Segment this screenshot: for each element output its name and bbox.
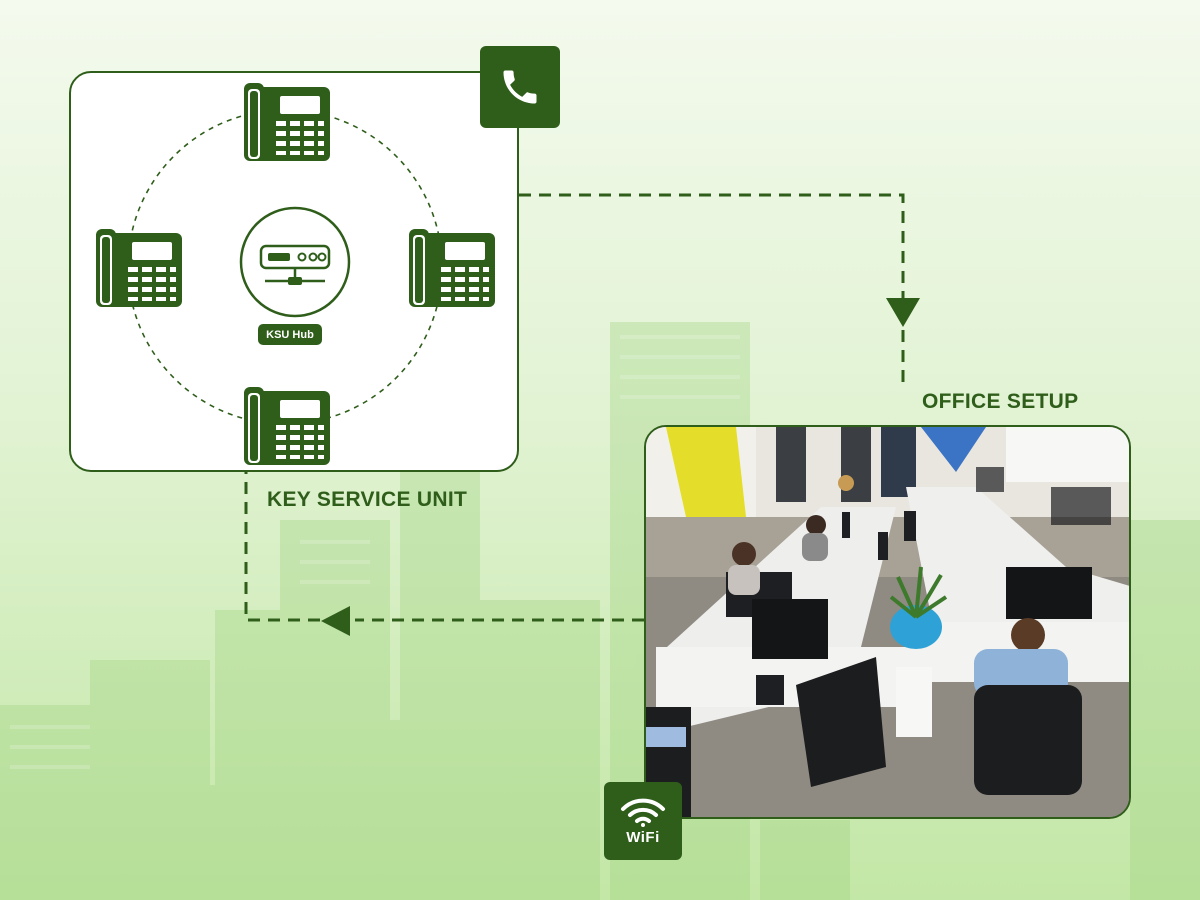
ksu-hub-icon (239, 206, 351, 318)
desk-phone-icon (244, 387, 330, 465)
connector-ksu-to-office (519, 193, 905, 300)
phone-handset-icon (503, 70, 537, 104)
office-caption: OFFICE SETUP (922, 390, 1079, 413)
ksu-caption: KEY SERVICE UNIT (267, 488, 468, 511)
ksu-hub-label: KSU Hub (258, 324, 322, 345)
arrowhead-left (321, 606, 350, 636)
connector-return-to-ksu (244, 472, 320, 622)
ksu-panel (69, 71, 519, 472)
wifi-icon (621, 798, 665, 827)
desk-phone-icon (409, 229, 495, 307)
wifi-label: WiFi (626, 828, 660, 846)
desk-phone-icon (96, 229, 182, 307)
office-photo (644, 425, 1131, 819)
wifi-badge: WiFi (604, 782, 682, 860)
desk-phone-icon (244, 83, 330, 161)
phone-badge (480, 46, 560, 128)
arrowhead-down (886, 298, 920, 327)
